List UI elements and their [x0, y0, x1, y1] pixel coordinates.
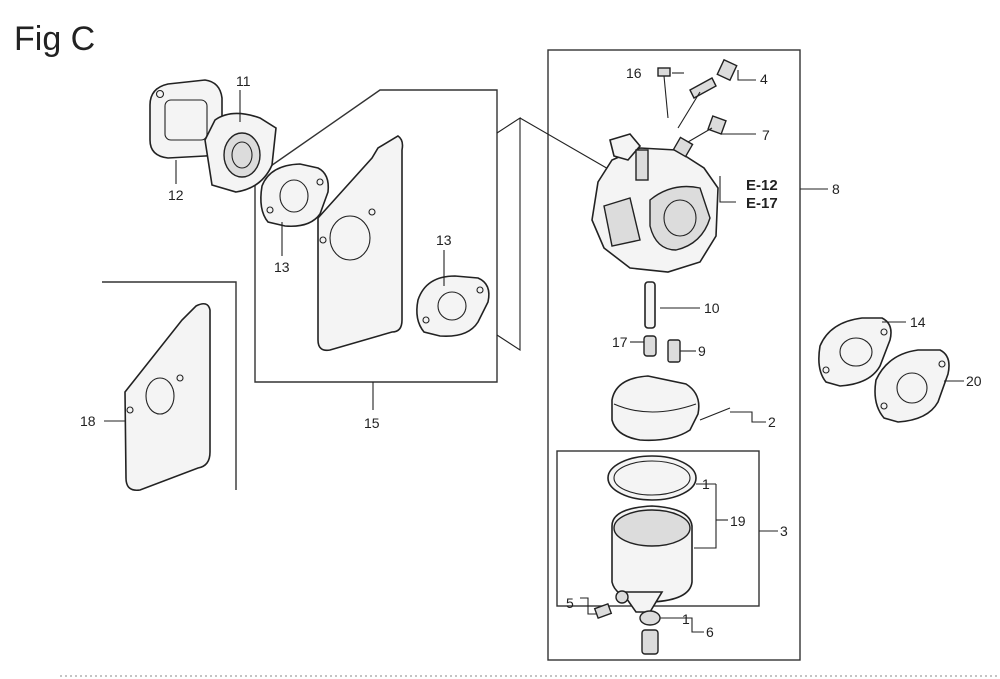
callout-2: 2 — [768, 414, 776, 430]
frame-15 — [254, 89, 498, 383]
gasket-14 — [818, 317, 892, 387]
frame-15-connector — [496, 116, 521, 352]
reference-e12: E-12 — [746, 177, 778, 194]
callout-4: 4 — [760, 71, 768, 87]
callout-7: 7 — [762, 127, 770, 143]
bolt-6 — [639, 610, 661, 655]
gasket-20 — [874, 349, 950, 423]
leader-lines — [104, 70, 964, 633]
spring-17 — [643, 335, 657, 357]
callout-20: 20 — [966, 373, 982, 389]
gasket-13-left — [260, 163, 330, 228]
gasket-13-right — [416, 275, 490, 338]
screw-7 — [687, 115, 727, 143]
float-bowl-19 — [611, 505, 693, 613]
callout-6: 6 — [706, 624, 714, 640]
callout-11: 11 — [236, 73, 251, 89]
frame-8 — [547, 49, 801, 661]
needle-10 — [644, 281, 656, 329]
callout-9: 9 — [698, 343, 706, 359]
carburetor-body — [591, 133, 719, 273]
callout-17: 17 — [612, 334, 628, 350]
figure-title: Fig C — [14, 20, 95, 58]
callout-12: 12 — [168, 187, 184, 203]
callout-13-right: 13 — [436, 232, 452, 248]
callout-19: 19 — [730, 513, 746, 529]
callout-13-left: 13 — [274, 259, 290, 275]
frame-18 — [102, 281, 237, 490]
jet-9 — [667, 339, 681, 363]
plate-15 — [317, 135, 404, 352]
callout-1-upper: 1 — [702, 476, 710, 492]
frame-15-connector-top — [519, 117, 611, 171]
callout-16: 16 — [626, 65, 642, 81]
screw-16 — [657, 67, 671, 119]
screw-set-4 — [677, 58, 738, 129]
float-2 — [611, 375, 731, 442]
insulator-11 — [204, 112, 277, 193]
frame-3 — [556, 450, 760, 607]
plate-18 — [124, 302, 211, 492]
callout-5: 5 — [566, 595, 574, 611]
callout-15: 15 — [364, 415, 380, 431]
callout-8: 8 — [832, 181, 840, 197]
callout-3: 3 — [780, 523, 788, 539]
callout-18: 18 — [80, 413, 96, 429]
o-ring-1 — [607, 455, 697, 501]
reference-e17: E-17 — [746, 195, 778, 212]
callout-10: 10 — [704, 300, 720, 316]
callout-14: 14 — [910, 314, 926, 330]
callout-1-lower: 1 — [682, 611, 690, 627]
screw-set-5 — [593, 590, 629, 619]
